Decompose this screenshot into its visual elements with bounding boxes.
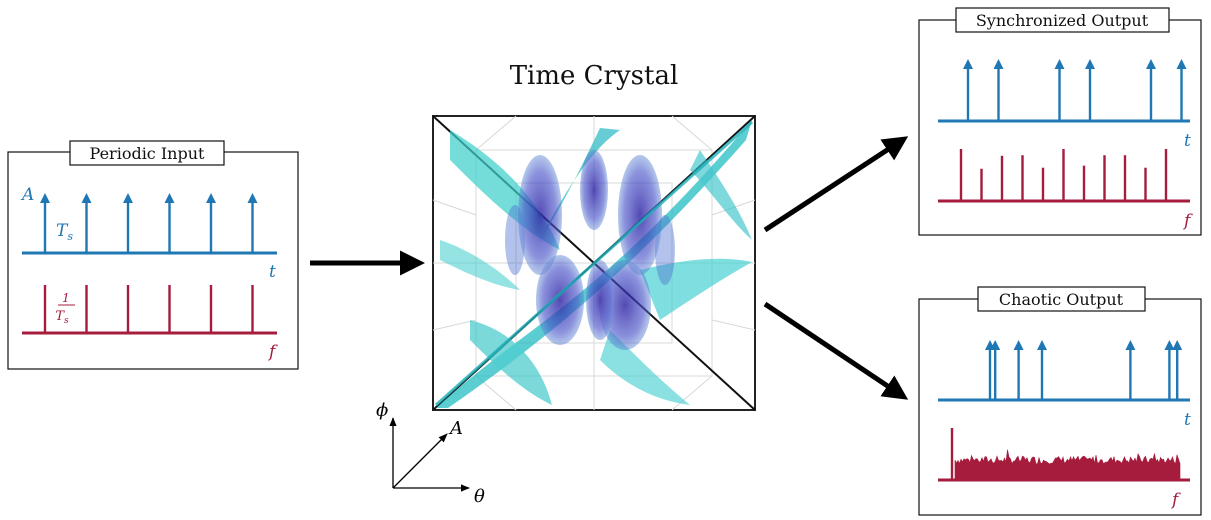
synchronized-output-pulse bbox=[1176, 59, 1187, 121]
periodic-input-amp-label: A bbox=[20, 185, 34, 205]
chaotic-output-broadband-spectrum bbox=[950, 428, 1181, 481]
chaotic-output-f-label: f bbox=[1170, 490, 1181, 510]
periodic-input-pulse bbox=[206, 193, 216, 253]
chaotic-output-title: Chaotic Output bbox=[999, 290, 1124, 309]
synchronized-output-spectrum bbox=[959, 149, 1168, 201]
synchronized-output-pulse bbox=[993, 59, 1004, 121]
periodic-input-freq-label: 1 Ts bbox=[55, 291, 75, 326]
synchronized-output-t-label: t bbox=[1184, 131, 1191, 151]
arrow-crystal-to-chaotic bbox=[763, 301, 909, 400]
chaotic-output-pulse bbox=[1172, 340, 1183, 400]
phase-space-axes: ϕ A θ bbox=[376, 400, 485, 507]
periodic-input-panel: Periodic Input A Ts t 1 Ts f bbox=[7, 140, 299, 370]
svg-text:1: 1 bbox=[62, 291, 70, 305]
synchronized-output-pulse bbox=[1146, 59, 1156, 121]
synchronized-output-pulse-train bbox=[963, 59, 1187, 121]
synchronized-output-pulse bbox=[1054, 59, 1065, 121]
axis-theta-label: θ bbox=[474, 486, 485, 507]
periodic-input-period-label: Ts bbox=[56, 221, 73, 243]
chaotic-output-pulse bbox=[1013, 340, 1024, 400]
axis-A-label: A bbox=[448, 418, 463, 439]
periodic-input-pulse bbox=[123, 193, 133, 253]
chaotic-output-pulse bbox=[1037, 340, 1047, 400]
axis-phi-label: ϕ bbox=[376, 400, 388, 421]
synchronized-output-pulse bbox=[1085, 59, 1095, 121]
time-crystal-visualization bbox=[432, 115, 756, 411]
synchronized-output-title: Synchronized Output bbox=[976, 11, 1149, 30]
periodic-input-pulse bbox=[40, 193, 50, 253]
periodic-input-t-label: t bbox=[269, 262, 276, 282]
svg-text:Ts: Ts bbox=[55, 309, 69, 326]
time-crystal-title: Time Crystal bbox=[510, 61, 679, 91]
synchronized-output-f-label: f bbox=[1182, 211, 1193, 231]
periodic-input-pulse bbox=[164, 193, 175, 253]
chaotic-output-t-label: t bbox=[1184, 410, 1191, 430]
chaotic-output-noise-floor bbox=[954, 449, 1181, 481]
periodic-input-pulse bbox=[81, 193, 92, 253]
chaotic-output-pulse-train bbox=[985, 340, 1183, 400]
chaotic-output-pulse bbox=[990, 340, 1001, 400]
chaotic-output-pulse bbox=[1164, 340, 1175, 400]
chaotic-output-panel: Chaotic Output t f bbox=[918, 286, 1202, 516]
arrow-crystal-to-synchronized bbox=[763, 136, 909, 233]
synchronized-output-panel: Synchronized Output t f bbox=[918, 7, 1202, 236]
chaotic-output-pulse bbox=[1125, 340, 1136, 400]
periodic-input-title: Periodic Input bbox=[90, 144, 205, 163]
periodic-input-f-label: f bbox=[267, 342, 278, 362]
periodic-input-pulse bbox=[247, 193, 258, 253]
synchronized-output-pulse bbox=[963, 59, 973, 121]
periodic-input-pulse-train bbox=[40, 193, 258, 253]
periodic-input-spectrum bbox=[43, 285, 254, 333]
